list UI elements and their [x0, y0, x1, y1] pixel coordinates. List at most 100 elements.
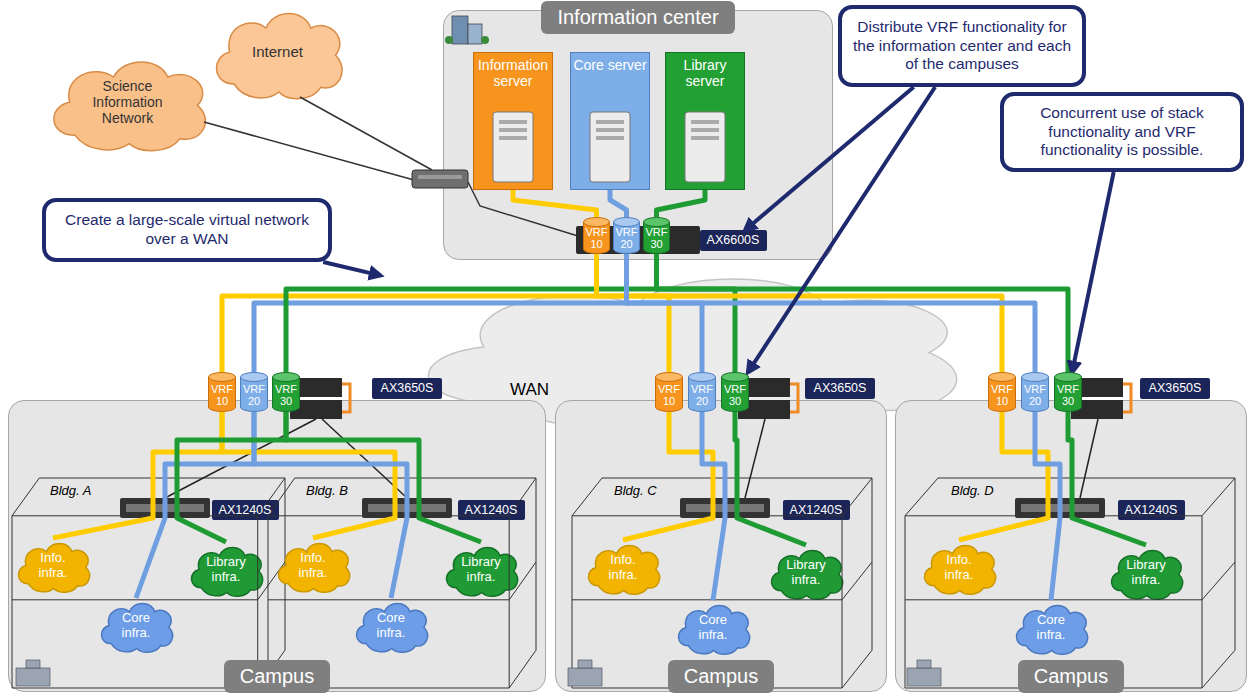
node-text: AX1240S: [465, 503, 518, 517]
vrf-cylinder: VRF 20: [1021, 372, 1049, 412]
node-text: AX1240S: [219, 503, 272, 517]
network-cloud: Library infra.: [440, 542, 522, 597]
callout-arrow: [323, 262, 380, 275]
callout-box: Concurrent use of stack functionality an…: [1000, 92, 1244, 172]
node-text: Core infra.: [686, 613, 740, 643]
vrf-cylinder: VRF 30: [643, 217, 670, 254]
node-text: Campus: [224, 660, 330, 693]
model-tag: AX1240S: [458, 500, 525, 520]
site-region: Information server Core server Library ser…: [443, 10, 833, 260]
node-text: Core infra.: [109, 611, 163, 641]
node-text: Information server: [476, 57, 550, 89]
network-cloud: Info. infra.: [12, 538, 94, 593]
building-wireframe: [905, 478, 1235, 688]
node-text: Internet: [230, 43, 326, 60]
site-region: AX1240S Info. infra. Core infra. Library in…: [895, 400, 1247, 692]
model-tag: AX1240S: [783, 500, 850, 520]
node-text: AX1240S: [1125, 503, 1178, 517]
node-text: AX6600S: [707, 233, 760, 247]
node-text: Bldg. A: [50, 484, 91, 499]
node-text: VRF 30: [1056, 384, 1080, 407]
node-text: VRF 10: [210, 384, 234, 407]
vrf-cylinder: VRF 20: [688, 372, 716, 412]
node-text: Info. infra.: [26, 551, 80, 581]
network-cloud: Info. infra.: [272, 538, 354, 593]
building-outline: AX1240S Info. infra. Core infra. Library in…: [572, 478, 872, 688]
network-cloud: Info. infra.: [918, 540, 1000, 595]
node-text: Core infra.: [1024, 613, 1078, 643]
node-text: Library infra.: [199, 555, 253, 585]
node-text: Bldg. C: [614, 484, 657, 499]
network-cloud: Core infra.: [1010, 600, 1092, 655]
node-text: Info. infra.: [932, 553, 986, 583]
model-tag: AX6600S: [700, 230, 767, 251]
node-text: Info. infra.: [286, 551, 340, 581]
node-text: Campus: [1018, 660, 1124, 693]
network-cloud: Internet: [205, 4, 350, 100]
callout-box: Create a large-scale virtual network ove…: [42, 198, 332, 262]
node-text: VRF 20: [690, 384, 714, 407]
node-text: Library infra.: [454, 555, 508, 585]
node-text: Create a large-scale virtual network ove…: [56, 211, 318, 248]
vrf-cylinder: VRF 10: [988, 372, 1016, 412]
node-text: VRF 30: [723, 384, 747, 407]
node-text: WAN: [510, 380, 549, 400]
vrf-cylinder: VRF 10: [583, 217, 610, 254]
building-outline: AX1240S Info. infra. Core infra. Library in…: [268, 478, 536, 688]
node-text: AX3650S: [381, 381, 434, 395]
node-text: Distribute VRF functionality for the inf…: [852, 18, 1072, 74]
vrf-cylinder: VRF 30: [272, 372, 300, 412]
vrf-cylinder: VRF 20: [240, 372, 268, 412]
node-text: VRF 10: [585, 227, 609, 250]
node-text: AX3650S: [1149, 381, 1202, 395]
building-outline: AX1240S Info. infra. Core infra. Library in…: [12, 478, 285, 688]
server-box: Library server: [665, 52, 745, 190]
network-cloud: Info. infra.: [582, 540, 664, 595]
node-text: VRF 10: [990, 384, 1014, 407]
node-text: AX1240S: [790, 503, 843, 517]
node-text: Science Information Network: [70, 78, 186, 126]
vrf-cylinder: VRF 30: [1054, 372, 1082, 412]
node-text: VRF 20: [615, 227, 639, 250]
callout-box: Distribute VRF functionality for the inf…: [838, 5, 1086, 87]
node-text: Library infra.: [1119, 558, 1173, 588]
network-cloud: Core infra.: [350, 598, 432, 653]
network-cloud: Core infra.: [95, 598, 177, 653]
node-text: AX3650S: [814, 381, 867, 395]
node-text: VRF 20: [242, 384, 266, 407]
model-tag: AX3650S: [1140, 378, 1210, 399]
network-cloud: Library infra.: [185, 542, 267, 597]
vrf-cylinder: VRF 30: [721, 372, 749, 412]
site-region: AX1240S Info. infra. Core infra. Library in…: [555, 400, 887, 692]
model-tag: AX3650S: [372, 378, 442, 399]
node-text: VRF 30: [645, 227, 669, 250]
node-text: VRF 30: [274, 384, 298, 407]
vrf-cylinder: VRF 20: [613, 217, 640, 254]
network-cloud: Core infra.: [672, 600, 754, 655]
node-text: Core infra.: [364, 611, 418, 641]
node-text: Info. infra.: [596, 553, 650, 583]
node-text: Library server: [668, 57, 742, 89]
server-box: Core server: [570, 52, 650, 190]
vrf-cylinder: VRF 10: [655, 372, 683, 412]
server-box: Information server: [473, 52, 553, 190]
node-text: VRF 20: [1023, 384, 1047, 407]
model-tag: AX1240S: [212, 500, 279, 520]
node-text: VRF 10: [657, 384, 681, 407]
site-region: AX1240S Info. infra. Core infra. Library in…: [8, 400, 546, 692]
network-cloud: Library infra.: [1105, 545, 1187, 600]
network-cloud: Library infra.: [765, 545, 847, 600]
model-tag: AX1240S: [1118, 500, 1185, 520]
network-cloud: Science Information Network: [40, 52, 215, 152]
node-text: Bldg. B: [306, 484, 348, 499]
node-text: Campus: [668, 660, 774, 693]
node-text: Information center: [541, 1, 734, 34]
node-text: Library infra.: [779, 558, 833, 588]
network-wire: [300, 97, 432, 170]
node-text: Concurrent use of stack functionality an…: [1014, 104, 1230, 160]
node-text: Core server: [573, 57, 647, 73]
building-outline: AX1240S Info. infra. Core infra. Library in…: [905, 478, 1235, 688]
model-tag: AX3650S: [805, 378, 875, 399]
network-wire: [204, 122, 414, 180]
node-text: Bldg. D: [951, 484, 994, 499]
